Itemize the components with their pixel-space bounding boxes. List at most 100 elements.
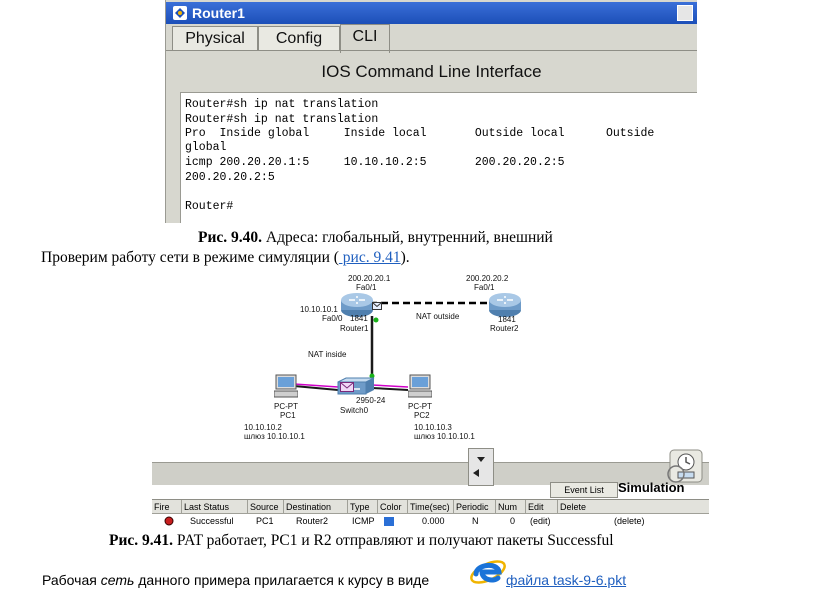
- body-paragraph: Проверим работу сети в режиме симуляции …: [41, 249, 410, 267]
- internet-explorer-icon[interactable]: [468, 552, 508, 590]
- pc1-name: PC1: [280, 411, 296, 420]
- tab-cli[interactable]: CLI: [340, 24, 390, 53]
- row-edit-link[interactable]: (edit): [530, 516, 551, 526]
- link-state-dot: [373, 317, 379, 323]
- simulation-panel: Event List Simulation Fire Last Status S…: [152, 448, 709, 529]
- cli-heading: IOS Command Line Interface: [321, 62, 542, 81]
- paragraph-text-end: ).: [400, 249, 410, 266]
- fire-indicator[interactable]: [164, 516, 174, 526]
- tab-physical[interactable]: Physical: [172, 26, 258, 51]
- router1-outside-port: Fa0/1: [356, 283, 377, 292]
- pc2-type: PC-PT: [408, 402, 432, 411]
- row-periodic: N: [472, 516, 479, 526]
- pc2-icon[interactable]: [408, 374, 432, 400]
- terminal-console[interactable]: Router#sh ip nat translation Router#sh i…: [180, 92, 697, 223]
- router2-model: 1841: [498, 315, 516, 324]
- pc2-name: PC2: [414, 411, 430, 420]
- col-source: Source: [248, 500, 284, 514]
- figure-caption-9-41: Рис. 9.41. PAT работает, PC1 и R2 отправ…: [109, 532, 614, 550]
- terminal-line: Router#sh ip nat translation: [185, 98, 379, 111]
- row-color-swatch: [384, 517, 394, 526]
- router1-name: Router1: [340, 324, 369, 333]
- col-fire: Fire: [152, 500, 182, 514]
- footer-text-start: Рабочая: [42, 572, 101, 588]
- row-num: 0: [510, 516, 516, 526]
- footer-text: Рабочая сеть данного примера прилагается…: [42, 572, 429, 588]
- caption-number: Рис. 9.41.: [109, 532, 174, 549]
- col-edit: Edit: [526, 500, 558, 514]
- router2-icon[interactable]: [488, 292, 522, 318]
- router2-port: Fa0/1: [474, 283, 495, 292]
- caption-text: PAT работает, PC1 и R2 отправляют и полу…: [173, 532, 614, 549]
- row-type: ICMP: [352, 516, 375, 526]
- link-switch-pc1: [293, 385, 339, 391]
- figure-caption-9-40: Рис. 9.40. Адреса: глобальный, внутренни…: [198, 229, 553, 247]
- col-type: Type: [348, 500, 378, 514]
- terminal-prompt: Router#: [185, 200, 234, 213]
- figure-link-9-41[interactable]: рис. 9.41: [338, 249, 401, 266]
- scrollbar[interactable]: [468, 448, 494, 486]
- col-num: Num: [496, 500, 526, 514]
- pdu-envelope-icon[interactable]: [340, 382, 354, 392]
- simulation-toolbar: [152, 462, 709, 485]
- window-control-button[interactable]: [677, 5, 693, 21]
- pc2-gateway: шлюз 10.10.10.1: [414, 432, 475, 441]
- window-title: Router1: [192, 5, 245, 21]
- event-list-button[interactable]: Event List: [550, 482, 618, 498]
- row-last-status: Successful: [190, 516, 234, 526]
- footer-italic: сеть: [100, 572, 135, 588]
- fire-dot-icon: [164, 516, 174, 526]
- col-destination: Destination: [284, 500, 348, 514]
- link-switch-pc2: [371, 387, 409, 391]
- tab-divider: [166, 50, 697, 51]
- col-periodic: Periodic: [454, 500, 496, 514]
- row-delete-link[interactable]: (delete): [614, 516, 645, 526]
- pc1-type: PC-PT: [274, 402, 298, 411]
- terminal-line: icmp 200.20.20.1:5 10.10.10.2:5 200.20.2…: [185, 156, 565, 169]
- network-topology: 200.20.20.1 Fa0/1 200.20.20.2 Fa0/1 10.1…: [230, 268, 550, 446]
- scroll-arrow-icon: [473, 457, 485, 477]
- pc1-gateway: шлюз 10.10.10.1: [244, 432, 305, 441]
- caption-number: Рис. 9.40.: [198, 229, 263, 246]
- nat-inside-label: NAT inside: [308, 350, 347, 359]
- pdu-envelope-icon[interactable]: [372, 302, 382, 310]
- tab-bar: Physical Config CLI: [166, 24, 697, 53]
- router1-icon[interactable]: [340, 292, 374, 318]
- footer-text-end: данного примера прилагается к курсу в ви…: [134, 572, 430, 588]
- cli-window: Router1 Physical Config CLI IOS Command …: [165, 0, 697, 223]
- col-last-status: Last Status: [182, 500, 248, 514]
- simulation-clock-icon[interactable]: [664, 448, 704, 484]
- link-pc1-highlight: [293, 383, 339, 388]
- row-source: PC1: [256, 516, 274, 526]
- col-delete: Delete: [558, 500, 709, 514]
- router1-outside-ip: 200.20.20.1: [348, 274, 391, 283]
- router2-name: Router2: [490, 324, 519, 333]
- router1-inside-port: Fa0/0: [322, 314, 343, 323]
- row-time: 0.000: [422, 516, 445, 526]
- window-titlebar: Router1: [166, 2, 697, 24]
- terminal-line: Pro Inside global Inside local Outside l…: [185, 127, 655, 140]
- terminal-line: global: [185, 141, 227, 154]
- pc2-ip: 10.10.10.3: [414, 423, 452, 432]
- caption-text: Адреса: глобальный, внутренний, внешний: [262, 229, 553, 246]
- switch-name: Switch0: [340, 406, 369, 415]
- link-state-dot: [369, 373, 375, 379]
- event-table: Fire Last Status Source Destination Type…: [152, 499, 709, 529]
- link-pc2-highlight: [371, 384, 409, 388]
- terminal-line: Router#sh ip nat translation: [185, 113, 379, 126]
- tab-config[interactable]: Config: [258, 26, 340, 51]
- router1-inside-ip: 10.10.10.1: [300, 305, 338, 314]
- simulation-mode-label[interactable]: Simulation: [618, 480, 685, 495]
- col-time: Time(sec): [408, 500, 454, 514]
- pc1-icon[interactable]: [274, 374, 298, 400]
- task-file-link[interactable]: файла task-9-6.pkt: [506, 572, 627, 588]
- nat-outside-label: NAT outside: [416, 312, 460, 321]
- switch-model: 2950-24: [356, 396, 386, 405]
- router1-model: 1841: [350, 314, 368, 323]
- packet-tracer-app-icon: [173, 6, 187, 20]
- row-destination: Router2: [296, 516, 329, 526]
- paragraph-text: Проверим работу сети в режиме симуляции …: [41, 249, 339, 266]
- col-color: Color: [378, 500, 408, 514]
- topology-links: [293, 301, 498, 391]
- router2-ip: 200.20.20.2: [466, 274, 509, 283]
